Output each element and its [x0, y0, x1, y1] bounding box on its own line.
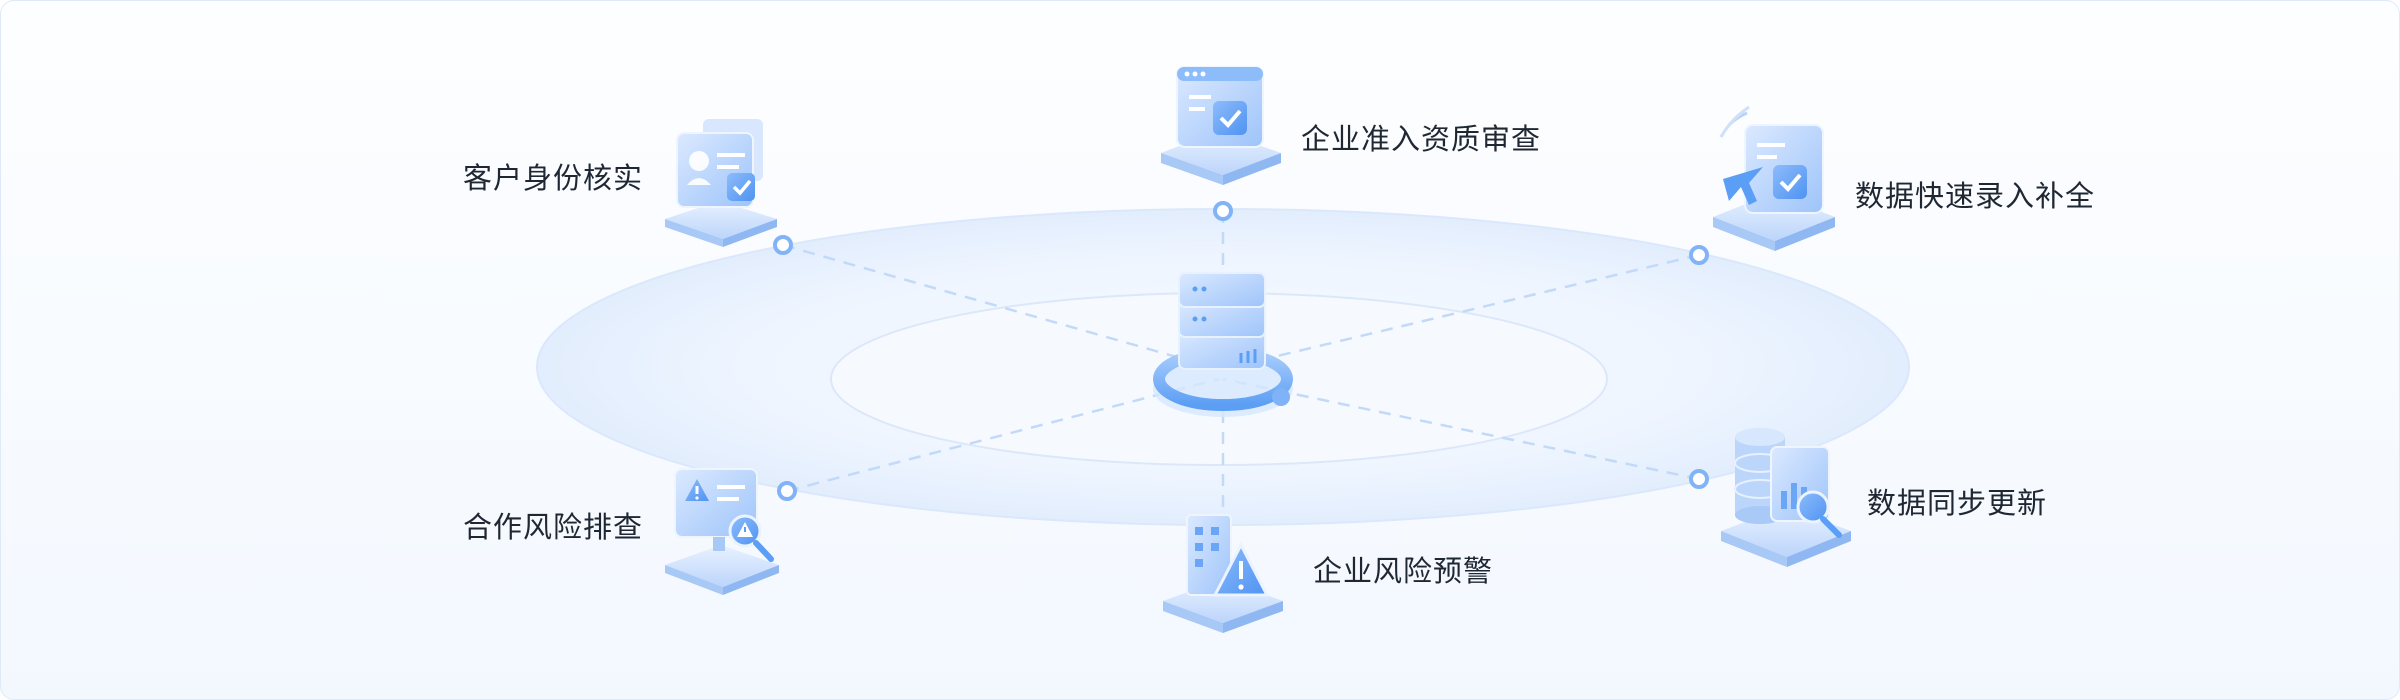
- label-partner-risk: 合作风险排查: [463, 510, 644, 544]
- node-dot-data-entry: [1689, 245, 1709, 265]
- connector-data-entry: [1222, 253, 1700, 371]
- building-warning-icon: [1163, 514, 1283, 633]
- node-dot-enterprise-access: [1213, 201, 1233, 221]
- label-data-entry: 数据快速录入补全: [1855, 179, 2096, 213]
- node-dot-partner-risk: [777, 481, 797, 501]
- label-enterprise-warning: 企业风险预警: [1313, 554, 1494, 588]
- id-card-check-icon: [665, 119, 777, 247]
- connector-data-sync: [1222, 377, 1700, 481]
- label-enterprise-access: 企业准入资质审查: [1301, 122, 1542, 156]
- node-dot-customer-id: [773, 235, 793, 255]
- document-cursor-check-icon: [1713, 105, 1835, 251]
- connector-partner-risk: [786, 377, 1220, 493]
- server-stack-icon: [1153, 272, 1293, 417]
- database-report-search-icon: [1721, 428, 1851, 567]
- label-data-sync: 数据同步更新: [1867, 486, 2048, 520]
- label-customer-id: 客户身份核实: [463, 161, 644, 195]
- node-dot-data-sync: [1689, 469, 1709, 489]
- monitor-warning-search-icon: [665, 468, 779, 595]
- browser-check-icon: [1161, 66, 1281, 185]
